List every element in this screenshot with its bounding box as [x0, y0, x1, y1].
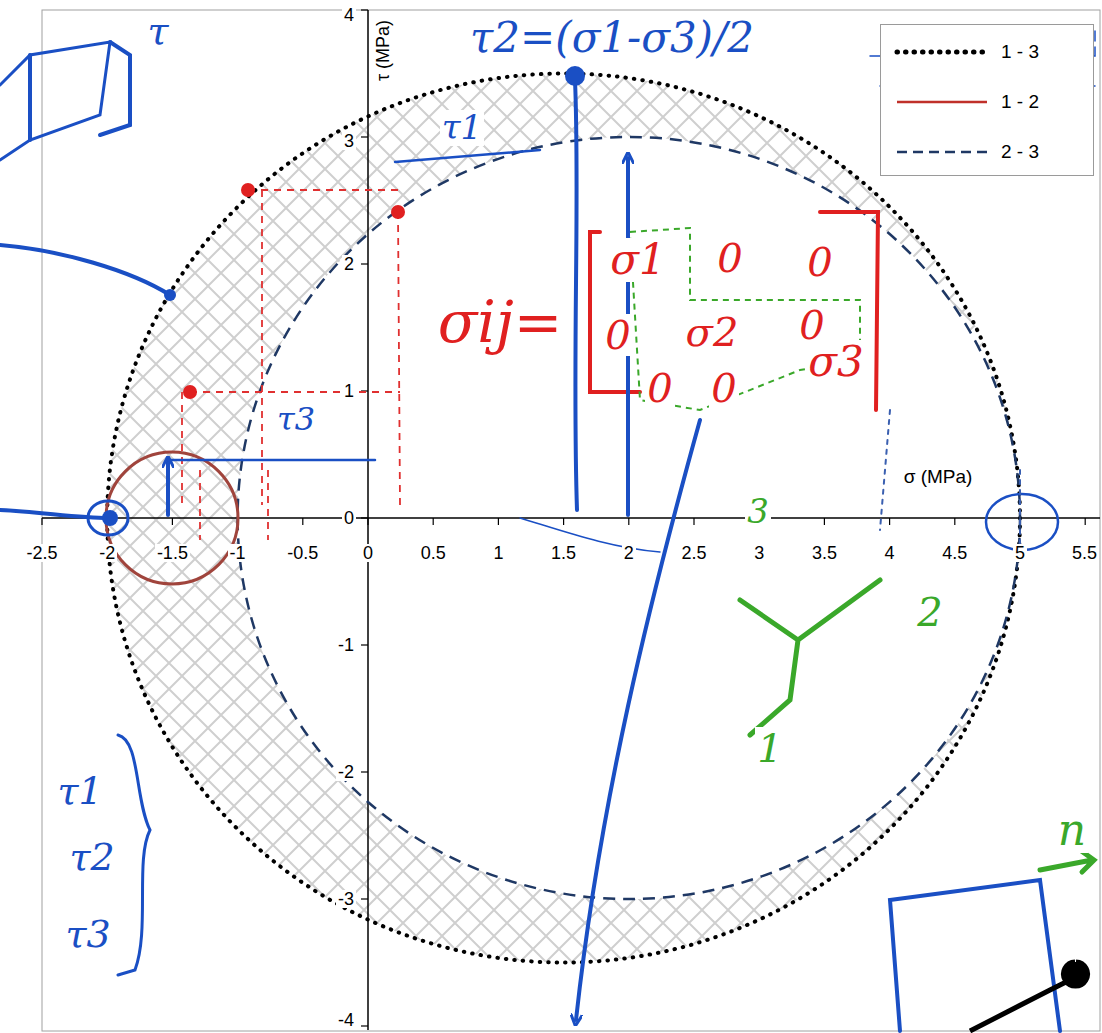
red-dots [183, 183, 405, 399]
x-tick-label: 4 [883, 544, 897, 563]
handwritten-note: 0 [603, 314, 632, 356]
handwritten-note: 0 [709, 367, 738, 409]
y-tick-label: 4 [342, 6, 356, 25]
handwritten-note: τ2 [67, 838, 116, 878]
handwritten-note: σ2 [684, 311, 741, 353]
blue-dots [102, 66, 585, 526]
handwritten-note: τ1 [440, 110, 484, 146]
circle-2-3 [238, 137, 1020, 899]
axis-title: τ (MPa) [375, 17, 394, 82]
x-tick-label: 4.5 [940, 544, 969, 563]
small-circle [106, 452, 238, 584]
legend-sample [891, 87, 991, 117]
green-axes [740, 580, 1094, 872]
x-tick-label: -0.5 [285, 544, 320, 563]
y-tick-label: 3 [342, 132, 356, 151]
red-guides [182, 190, 400, 540]
x-tick-label: -1.5 [155, 544, 190, 563]
handwritten-note: σij= [436, 292, 565, 353]
x-tick-label: -1 [228, 544, 248, 563]
x-tick-label: 3.5 [810, 544, 839, 563]
blue-annotations [0, 30, 1095, 1031]
handwritten-note: 0 [715, 237, 744, 279]
y-tick-label: 2 [342, 255, 356, 274]
legend-text: 2 - 3 [1001, 141, 1039, 163]
handwritten-note: 1 [755, 727, 784, 769]
x-tick-label: 2.5 [679, 544, 708, 563]
x-tick-label: -2 [97, 544, 117, 563]
x-tick-label: 1.5 [549, 544, 578, 563]
handwritten-note: n [1056, 807, 1088, 853]
handwritten-note: τ1 [55, 772, 104, 812]
handwritten-note: 0 [645, 367, 674, 409]
x-tick-label: 1 [491, 544, 505, 563]
y-tick-label: -3 [336, 890, 356, 909]
y-tick-label: -4 [336, 1011, 356, 1030]
legend-sample [891, 37, 991, 67]
corner-sketch [970, 962, 1088, 1031]
circle-1-3 [107, 74, 1020, 963]
legend-sample [891, 137, 991, 167]
y-tick-label: 1 [342, 382, 356, 401]
sigma-axis [42, 517, 1100, 519]
matrix-brackets [590, 212, 878, 410]
legend-box: 1 - 3 1 - 2 2 - 3 [880, 24, 1094, 176]
x-tick-label: 5.5 [1070, 544, 1099, 563]
x-tick-label: 5 [1013, 544, 1027, 563]
x-tick-label: 3 [752, 544, 766, 563]
handwritten-note: 2 [915, 591, 944, 633]
y-tick-label: -2 [336, 763, 356, 782]
legend-row: 2 - 3 [881, 137, 1093, 167]
x-tick-label: -2.5 [24, 544, 59, 563]
x-tick-label: 0 [361, 544, 375, 563]
tau-axis [367, 10, 369, 1030]
x-tick-label: 2 [622, 544, 636, 563]
handwritten-note: τ3 [275, 403, 317, 437]
handwritten-note: τ3 [63, 915, 112, 955]
handwritten-note: 3 [745, 494, 771, 530]
handwritten-note: τ2=(σ1-σ3)/2 [468, 16, 756, 60]
y-tick-label: 0 [342, 509, 356, 528]
legend-text: 1 - 2 [1001, 91, 1039, 113]
handwritten-note: 0 [805, 241, 834, 283]
x-tick-label: 0.5 [419, 544, 448, 563]
handwritten-note: σ3 [806, 340, 865, 384]
handwritten-note: τ [145, 12, 170, 52]
legend-row: 1 - 3 [881, 37, 1093, 67]
y-tick-label: -1 [336, 636, 356, 655]
legend-row: 1 - 2 [881, 87, 1093, 117]
handwritten-note: σ1 [608, 238, 667, 282]
axis-title: σ (MPa) [902, 467, 975, 487]
legend-text: 1 - 3 [1001, 41, 1039, 63]
plot-frame [42, 10, 1100, 1031]
